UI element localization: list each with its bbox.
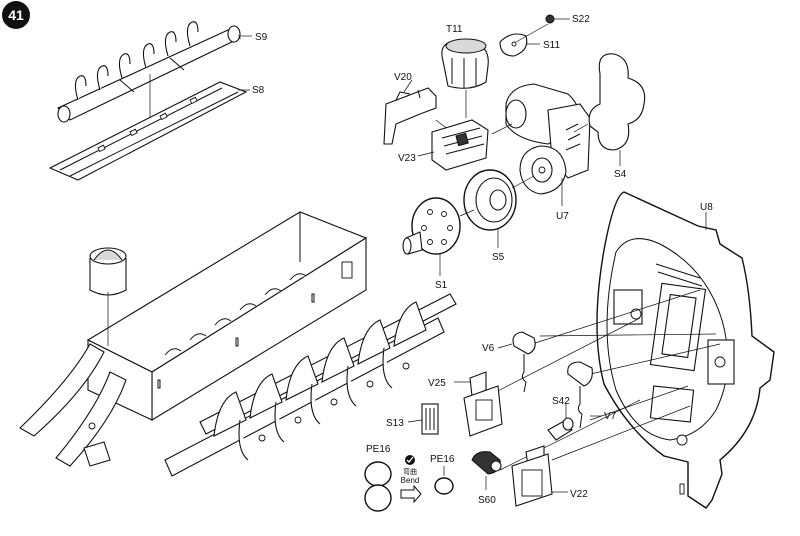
label-s1: S1 [435,280,448,291]
step-number: 41 [8,7,24,23]
part-s60 [471,451,502,490]
part-u8 [596,191,775,509]
part-pe16-small [434,466,454,495]
label-s60: S60 [478,495,496,506]
bend-note: 弯曲 Bend [400,455,422,504]
part-s22 [545,14,570,24]
label-s11: S11 [543,40,560,51]
label-s8: S8 [252,85,265,96]
part-v25 [454,371,503,437]
label-s9: S9 [255,32,268,43]
part-s42 [547,404,574,441]
part-v22 [511,445,568,507]
part-v23 [417,119,489,171]
bend-arrow-icon [400,484,422,504]
label-v22: V22 [570,489,588,500]
label-s13: S13 [386,418,404,429]
step-badge: 41 [2,1,30,29]
label-v25: V25 [428,378,446,389]
rib-assembly [164,293,457,477]
chassis-frame-left [19,211,368,467]
cylinder-part [89,247,127,346]
part-s9 [57,21,252,123]
bend-note-en: Bend [401,476,420,485]
part-v20 [383,79,437,145]
part-pe16-large [364,461,392,512]
part-s8 [48,81,250,181]
label-s42: S42 [552,396,570,407]
part-v7 [567,361,602,429]
label-t11: T11 [446,24,463,35]
label-v7: V7 [604,411,617,422]
label-v23: V23 [398,153,416,164]
label-v20: V20 [394,72,412,83]
part-s4 [588,53,646,166]
part-s1 [402,197,475,276]
part-v6 [497,331,536,393]
label-s5: S5 [492,252,505,263]
part-s5 [463,169,535,248]
label-s4: S4 [614,169,627,180]
part-u7 [505,83,591,206]
label-v6: V6 [482,343,495,354]
label-pe16-left: PE16 [366,444,391,455]
label-u8: U8 [700,202,713,213]
part-t11 [441,38,489,89]
part-s13 [407,403,439,435]
label-u7: U7 [556,211,569,222]
label-s22: S22 [572,14,590,25]
part-s11 [499,23,549,57]
bend-note-cn: 弯曲 [403,467,417,476]
label-pe16-right: PE16 [430,454,455,465]
